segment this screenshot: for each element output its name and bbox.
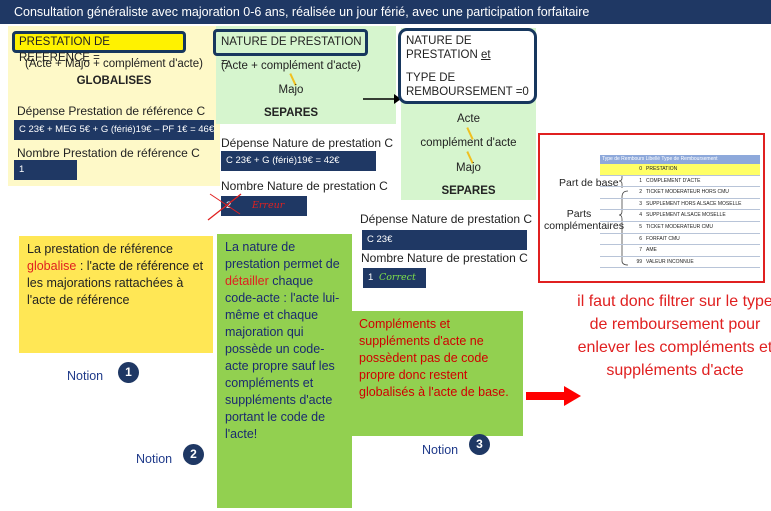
table-cell-code: 6 bbox=[639, 235, 642, 242]
col3-depense-value: C 23€ bbox=[362, 230, 527, 250]
notion-label-1: Notion bbox=[67, 369, 104, 383]
col3-heading-line4: REMBOURSEMENT =0 bbox=[406, 86, 529, 98]
notion-label-2: Notion bbox=[136, 452, 173, 466]
table-cell-label: PRESTATION bbox=[646, 166, 678, 172]
notion-label-3: Notion bbox=[422, 443, 459, 457]
col3-acte: Acte bbox=[456, 113, 480, 125]
notion-badge-2: 2 bbox=[183, 444, 204, 465]
notion-badge-3: 3 bbox=[469, 434, 490, 455]
col3-nombre-number: 1 bbox=[368, 272, 374, 283]
col2-mode: SEPARES bbox=[263, 107, 319, 119]
table-cell-code: 1 bbox=[639, 177, 642, 184]
table-row: 7 AME bbox=[600, 245, 760, 257]
col3-heading: NATURE DE PRESTATION et TYPE DE REMBOURS… bbox=[398, 28, 537, 104]
note1-text: La prestation de référence bbox=[27, 242, 173, 256]
table-row: 2 TICKET MODERATEUR HORS CMU bbox=[600, 187, 760, 199]
col3-nombre-annotation: Correct bbox=[378, 272, 416, 283]
table-row: 3 SUPPLEMENT HORS ALSACE MOSELLE bbox=[600, 199, 760, 211]
col1-mode: GLOBALISES bbox=[76, 75, 152, 87]
table-cell-label: COMPLEMENT D'ACTE bbox=[646, 177, 701, 184]
note1-text-end: : l'acte de référence et les majorations… bbox=[27, 259, 204, 307]
table-cell-label: TICKET MODERATEUR CMU bbox=[646, 223, 714, 230]
col2-formula: (Acte + complément d'acte) bbox=[221, 60, 361, 72]
col2-nombre-value: 2 Erreur bbox=[221, 196, 307, 216]
table-row: 1 COMPLEMENT D'ACTE bbox=[600, 176, 760, 188]
table-row: 4 SUPPLEMENT ALSACE MOSELLE bbox=[600, 210, 760, 222]
col1-nombre-label: Nombre Prestation de référence C bbox=[17, 146, 200, 160]
table-cell-code: 0 bbox=[639, 166, 642, 172]
col2-nombre-label: Nombre Nature de prestation C bbox=[221, 179, 388, 193]
table-cell-code: 4 bbox=[639, 212, 642, 219]
table-cell-label: VALEUR INCONNUE bbox=[646, 258, 694, 265]
col3-heading-line3: TYPE DE bbox=[406, 72, 456, 84]
col1-depense-value: C 23€ + MEG 5€ + G (férié)19€ – PF 1€ = … bbox=[14, 120, 214, 140]
conclusion-text: il faut donc filtrer sur le type de remb… bbox=[577, 293, 771, 379]
col3-nombre-value: 1 Correct bbox=[363, 268, 426, 288]
col3-heading-line1: NATURE DE bbox=[406, 35, 472, 47]
col2-depense-value: C 23€ + G (férié)19€ = 42€ bbox=[221, 151, 376, 171]
group-label-base: Part de base bbox=[559, 177, 619, 189]
col1-nombre-value: 1 bbox=[14, 160, 77, 180]
col3-heading-et: et bbox=[480, 49, 491, 61]
table-cell-label: SUPPLEMENT HORS ALSACE MOSELLE bbox=[646, 200, 742, 207]
col2-majo: Majo bbox=[278, 84, 304, 96]
error-cross-icon bbox=[207, 193, 242, 221]
table-row: 6 FORFAIT CMU bbox=[600, 234, 760, 246]
table-row: 0 PRESTATION bbox=[600, 164, 760, 176]
arrow-right-icon bbox=[363, 94, 401, 104]
col1-formula: (Acte + Majo + complément d'acte) bbox=[25, 58, 203, 70]
table-cell-label: AME bbox=[646, 247, 657, 254]
table-row: 99 VALEUR INCONNUE bbox=[600, 257, 760, 269]
note2-highlight: détailler bbox=[225, 274, 269, 288]
col2-nombre-annotation: Erreur bbox=[251, 200, 285, 211]
table-row: 5 TICKET MODERATEUR CMU bbox=[600, 222, 760, 234]
col2-nombre-number: 2 bbox=[226, 200, 232, 211]
table-cell-label: TICKET MODERATEUR HORS CMU bbox=[646, 189, 729, 196]
col1-heading: PRESTATION DE REFERENCE = bbox=[12, 31, 186, 64]
note-notion-3: Compléments et suppléments d'acte ne pos… bbox=[351, 311, 523, 436]
table-cell-code: 3 bbox=[639, 200, 642, 207]
table-cell-label: SUPPLEMENT ALSACE MOSELLE bbox=[646, 212, 726, 219]
col1-depense-label: Dépense Prestation de référence C bbox=[17, 104, 206, 118]
col3-heading-line2: PRESTATION et bbox=[406, 49, 491, 61]
col3-mode: SEPARES bbox=[441, 185, 496, 197]
table-cell-code: 7 bbox=[639, 247, 642, 254]
col3-depense-label: Dépense Nature de prestation C bbox=[360, 212, 533, 226]
note-notion-1: La prestation de référence globalise : l… bbox=[19, 236, 213, 353]
col3-majo: Majo bbox=[456, 162, 481, 174]
note-notion-2: La nature de prestation permet de détail… bbox=[217, 234, 352, 508]
note2-text-end: chaque code-acte : l'acte lui-même et ch… bbox=[225, 274, 340, 441]
notion-badge-1: 1 bbox=[118, 362, 139, 383]
col2-heading: NATURE DE PRESTATION = bbox=[213, 29, 368, 69]
group-label-compl: Parts complémentaires bbox=[544, 208, 624, 232]
table-cell-label: FORFAIT CMU bbox=[646, 235, 680, 242]
table-header: Type de Rembours Libellé Type de Rembour… bbox=[600, 155, 760, 164]
col3-complement: complément d'acte bbox=[420, 137, 517, 149]
table-cell-code: 99 bbox=[636, 258, 642, 265]
note2-text: La nature de prestation permet de bbox=[225, 240, 340, 271]
table-cell-code: 2 bbox=[639, 189, 642, 196]
remboursement-table: Type de Rembours Libellé Type de Rembour… bbox=[600, 155, 760, 269]
table-cell-code: 5 bbox=[639, 223, 642, 230]
big-arrow-right-icon bbox=[526, 386, 581, 406]
note1-highlight: globalise bbox=[27, 259, 77, 273]
col2-depense-label: Dépense Nature de prestation C bbox=[221, 136, 394, 150]
page-title: Consultation généraliste avec majoration… bbox=[0, 0, 771, 24]
col3-nombre-label: Nombre Nature de prestation C bbox=[361, 251, 528, 265]
